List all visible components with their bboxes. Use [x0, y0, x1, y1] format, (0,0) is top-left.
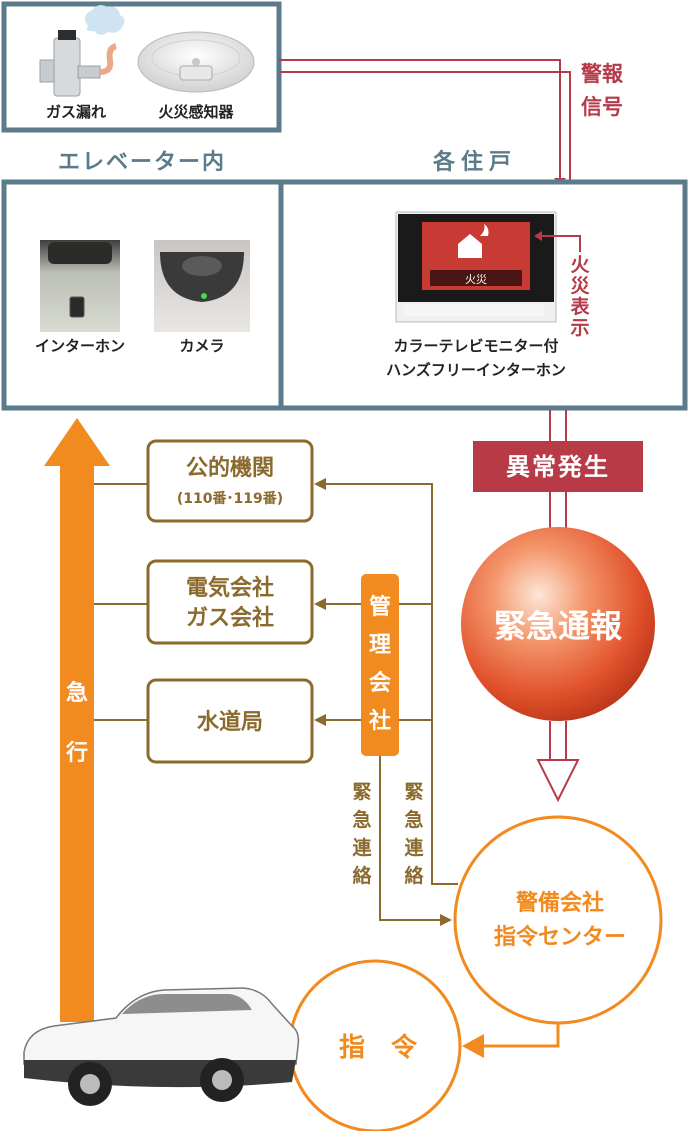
- alarm-signal-lines: [279, 60, 570, 184]
- fire-display-char-2: 災: [570, 275, 590, 297]
- fire-detector-label: 火災感知器: [158, 103, 234, 121]
- waterworks-label: 水道局: [197, 709, 263, 735]
- emergency-report-label: 緊急通報: [494, 607, 622, 645]
- camera-label: カメラ: [179, 337, 224, 355]
- center-to-command-line: [478, 1023, 558, 1046]
- security-center-label-2: 指令センター: [494, 924, 626, 950]
- monitor-screen-text: 火災: [465, 273, 487, 286]
- emergency-contact-right-1: 緊: [404, 781, 423, 803]
- alarm-signal-label-1: 警報: [580, 62, 624, 86]
- management-char-1: 管: [369, 594, 391, 620]
- alarm-signal-label-2: 信号: [581, 95, 623, 119]
- monitor-label-2: ハンズフリーインターホン: [386, 361, 566, 379]
- monitor-icon: [396, 212, 556, 322]
- monitor-label-1: カラーテレビモニター付: [393, 337, 558, 355]
- emergency-contact-left-4: 絡: [352, 864, 372, 887]
- emergency-contact-left-3: 連: [352, 836, 372, 859]
- public-agency-sub-label: (110番･119番): [177, 490, 283, 507]
- fire-display-char-3: 表: [570, 295, 590, 318]
- emergency-contact-left-2: 急: [352, 808, 371, 831]
- emergency-contact-right-2: 急: [404, 808, 423, 831]
- elevator-area-title: エレベーター内: [58, 150, 226, 175]
- camera-icon: [154, 240, 250, 332]
- rush-char-2: 行: [65, 740, 88, 766]
- management-char-4: 社: [369, 708, 391, 734]
- fire-display-char-1: 火: [570, 254, 590, 276]
- gas-leak-icon: [40, 5, 125, 96]
- intercom-label: インターホン: [35, 337, 125, 355]
- emergency-contact-left-1: 緊: [352, 781, 371, 803]
- utility-label-1: 電気会社: [186, 575, 274, 601]
- emergency-contact-right-4: 絡: [404, 864, 424, 887]
- rush-char-1: 急: [66, 680, 88, 706]
- management-char-3: 会: [369, 670, 391, 696]
- public-agency-label: 公的機関: [186, 455, 274, 481]
- anomaly-label: 異常発生: [506, 453, 610, 481]
- utility-label-2: ガス会社: [186, 605, 274, 631]
- emergency-contact-right-3: 連: [404, 836, 424, 859]
- report-to-center-arrow: [538, 721, 578, 800]
- command-label: 指 令: [339, 1032, 418, 1063]
- management-char-2: 理: [369, 633, 391, 658]
- center-to-command-arrow: [462, 1034, 484, 1058]
- fire-display-char-4: 示: [570, 317, 589, 339]
- public-agency-box: [148, 441, 312, 521]
- security-center-circle: [455, 817, 661, 1023]
- security-center-label-1: 警備会社: [515, 890, 604, 916]
- gas-leak-label: ガス漏れ: [46, 103, 106, 121]
- each-unit-area-title: 各住戸: [432, 149, 517, 175]
- intercom-icon: [40, 240, 120, 332]
- fire-detector-icon: [138, 32, 254, 92]
